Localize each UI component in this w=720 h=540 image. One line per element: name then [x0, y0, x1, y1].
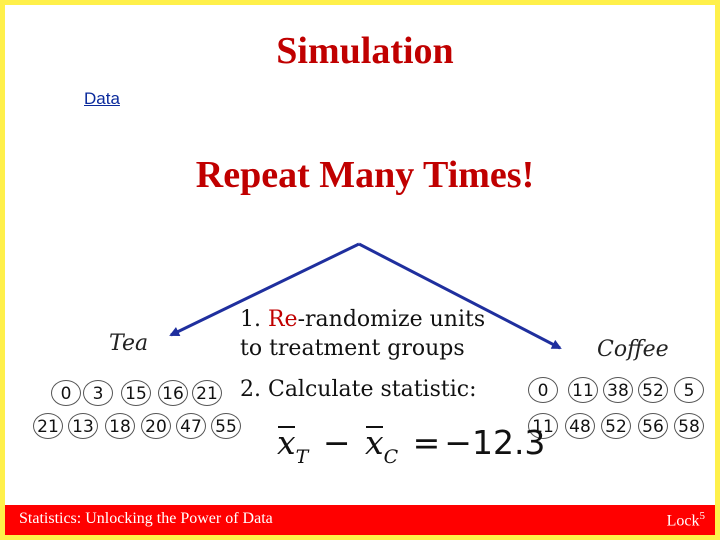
coffee-value: 52 — [638, 377, 668, 403]
slide-title: Simulation — [276, 30, 454, 72]
tea-value: 3 — [83, 380, 113, 406]
tea-value: 21 — [192, 380, 222, 406]
coffee-value: 56 — [638, 413, 668, 439]
arrow-to-tea — [169, 242, 360, 337]
coffee-row-2: 11 48 52 56 58 — [528, 413, 706, 439]
footer-author-base: Lock — [666, 512, 700, 530]
xbar-symbol: x — [364, 423, 384, 462]
footer-author: Lock5 — [667, 510, 705, 530]
step-1-number: 1. — [240, 307, 268, 332]
tea-value: 0 — [51, 380, 81, 406]
statistic-value: −12.3 — [444, 423, 546, 462]
data-link[interactable]: Data — [84, 89, 120, 108]
coffee-value: 11 — [528, 413, 558, 439]
procedure-steps: 1. Re-randomize units to treatment group… — [240, 305, 485, 416]
coffee-value: 48 — [565, 413, 595, 439]
equals-sign: = — [412, 423, 441, 462]
repeat-heading: Repeat Many Times! — [195, 154, 535, 196]
coffee-value: 5 — [674, 377, 704, 403]
minus-sign: − — [322, 423, 351, 462]
footer-author-sup: 5 — [699, 510, 706, 522]
coffee-label: Coffee — [597, 337, 669, 362]
subscript-t: T — [295, 446, 309, 468]
tea-value: 16 — [158, 380, 188, 406]
tea-label: Tea — [109, 331, 149, 356]
step-2: 2. Calculate statistic: — [240, 377, 477, 402]
tea-value: 13 — [68, 413, 98, 439]
tea-row-2: 21 13 18 20 47 55 — [33, 413, 249, 439]
step-1-re: Re — [267, 307, 298, 332]
coffee-row-1: 0 11 38 52 5 — [528, 377, 704, 403]
step-1: 1. Re-randomize units to treatment group… — [240, 305, 485, 363]
step-1-rest: -randomize units — [297, 307, 486, 332]
coffee-value: 0 — [528, 377, 558, 403]
statistic-formula: xT − xC =−12.3 — [277, 423, 545, 468]
tea-value: 18 — [105, 413, 135, 439]
footer-book-title: Statistics: Unlocking the Power of Data — [19, 510, 273, 527]
tea-value: 15 — [121, 380, 151, 406]
step-1-line2: to treatment groups — [240, 336, 465, 361]
tea-row-1: 0 3 15 16 21 — [51, 380, 231, 406]
tea-value: 55 — [211, 413, 241, 439]
coffee-value: 11 — [568, 377, 598, 403]
coffee-value: 38 — [603, 377, 633, 403]
tea-value: 20 — [141, 413, 171, 439]
arrow-to-coffee — [358, 242, 562, 350]
branch-arrows — [169, 242, 562, 350]
tea-value: 47 — [176, 413, 206, 439]
tea-value: 21 — [33, 413, 63, 439]
coffee-value: 58 — [674, 413, 704, 439]
coffee-value: 52 — [601, 413, 631, 439]
xbar-symbol: x — [277, 423, 296, 462]
subscript-c: C — [383, 446, 399, 468]
footer-bar: Statistics: Unlocking the Power of Data … — [5, 505, 715, 535]
